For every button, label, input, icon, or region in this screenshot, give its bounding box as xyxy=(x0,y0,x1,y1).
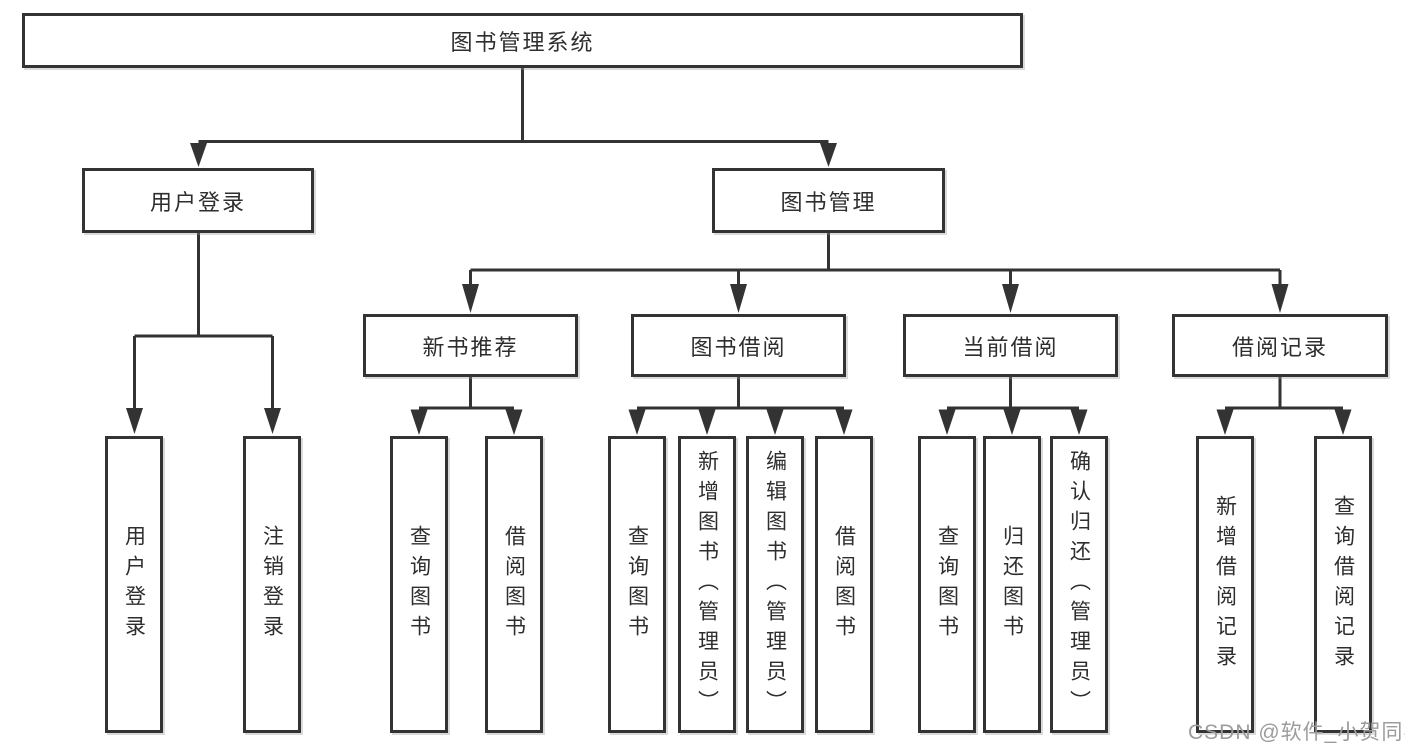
node-current-borrow: 当前借阅 xyxy=(903,314,1118,377)
node-borrow-records: 借阅记录 xyxy=(1172,314,1388,377)
leaf-query-books-borrow: 查询图书 xyxy=(608,436,666,733)
leaf-label: 新增图书（管理员） xyxy=(695,449,719,720)
node-new-book-recommend: 新书推荐 xyxy=(363,314,578,377)
leaf-label: 归还图书 xyxy=(1000,524,1024,645)
leaf-query-borrow-record: 查询借阅记录 xyxy=(1314,436,1372,733)
connector-segments xyxy=(133,68,1343,410)
leaf-label: 新增借阅记录 xyxy=(1213,494,1237,675)
leaf-query-books-current: 查询图书 xyxy=(918,436,976,733)
node-book-management-system: 图书管理系统 xyxy=(22,13,1023,68)
leaf-label: 查询图书 xyxy=(407,524,431,645)
leaf-logout: 注销登录 xyxy=(243,436,301,733)
node-label: 用户登录 xyxy=(149,189,246,215)
leaf-user-login: 用户登录 xyxy=(105,436,163,733)
leaf-add-borrow-record: 新增借阅记录 xyxy=(1196,436,1254,733)
arrowheads xyxy=(126,143,1352,435)
leaf-label: 编辑图书（管理员） xyxy=(763,449,787,720)
leaf-borrow-books-recommend: 借阅图书 xyxy=(485,436,543,733)
node-label: 图书管理系统 xyxy=(450,29,595,55)
leaf-label: 查询借阅记录 xyxy=(1331,494,1355,675)
node-label: 当前借阅 xyxy=(962,334,1059,360)
leaf-label: 借阅图书 xyxy=(502,524,526,645)
leaf-borrow-books: 借阅图书 xyxy=(815,436,873,733)
leaf-label: 查询图书 xyxy=(935,524,959,645)
leaf-label: 借阅图书 xyxy=(832,524,856,645)
leaf-return-books: 归还图书 xyxy=(983,436,1041,733)
leaf-add-books-admin: 新增图书（管理员） xyxy=(678,436,736,733)
node-book-borrow: 图书借阅 xyxy=(631,314,846,377)
node-label: 新书推荐 xyxy=(422,334,519,360)
node-label: 图书借阅 xyxy=(690,334,787,360)
node-label: 借阅记录 xyxy=(1231,334,1328,360)
node-user-login: 用户登录 xyxy=(82,168,314,233)
csdn-watermark: CSDN @软件_小贺同学 xyxy=(1188,721,1405,744)
leaf-confirm-return-admin: 确认归还（管理员） xyxy=(1050,436,1108,733)
leaf-label: 查询图书 xyxy=(625,524,649,645)
node-book-management: 图书管理 xyxy=(712,168,945,233)
leaf-label: 注销登录 xyxy=(260,524,284,645)
node-label: 图书管理 xyxy=(780,189,877,215)
leaf-query-books-recommend: 查询图书 xyxy=(390,436,448,733)
leaf-label: 用户登录 xyxy=(122,524,146,645)
leaf-edit-books-admin: 编辑图书（管理员） xyxy=(746,436,804,733)
leaf-label: 确认归还（管理员） xyxy=(1067,449,1091,720)
